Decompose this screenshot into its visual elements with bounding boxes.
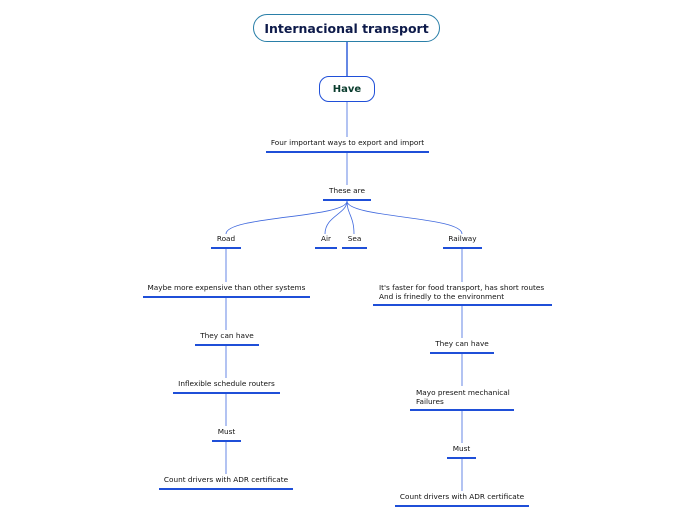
topic-rail-faster[interactable]: It's faster for food transport, has shor… [373, 283, 552, 306]
topic-road-must-label: Must [217, 427, 236, 436]
topic-air[interactable]: Air [315, 234, 337, 249]
topic-rail-faster-line2: And is frinedly to the environment [379, 291, 505, 301]
topic-rail-mayo-line2: Failures [416, 396, 444, 406]
topic-road-expensive-label: Maybe more expensive than other systems [147, 283, 306, 292]
topic-road-inflexible-label: Inflexible schedule routers [178, 379, 275, 388]
topic-these-are[interactable]: These are [323, 186, 371, 201]
topic-four-ways-label: Four important ways to export and import [270, 138, 425, 147]
link-these-road [225, 200, 348, 235]
topic-these-are-label: These are [329, 186, 365, 195]
topic-air-label: Air [320, 234, 332, 243]
topic-road-drivers[interactable]: Count drivers with ADR certificate [159, 475, 293, 490]
topic-road-can-have[interactable]: They can have [195, 331, 259, 346]
topic-rail-faster-line1: It's faster for food transport, has shor… [379, 283, 545, 292]
topic-sea-label: Sea [347, 234, 362, 243]
topic-road-must[interactable]: Must [212, 427, 241, 442]
topic-sea[interactable]: Sea [342, 234, 367, 249]
topic-rail-mayo-line1: Mayo present mechanical [416, 388, 510, 397]
topic-rail-mayo[interactable]: Mayo present mechanical Failures [410, 388, 514, 411]
topic-four-ways[interactable]: Four important ways to export and import [266, 138, 429, 153]
topic-rail-can-have[interactable]: They can have [430, 339, 494, 354]
topic-rail-drivers[interactable]: Count drivers with ADR certificate [395, 492, 529, 507]
topic-road-label: Road [216, 234, 236, 243]
root-topic[interactable]: Internacional transport [253, 14, 440, 42]
topic-rail-drivers-label: Count drivers with ADR certificate [399, 492, 525, 501]
topic-road[interactable]: Road [211, 234, 241, 249]
root-topic-label: Internacional transport [264, 20, 429, 36]
topic-rail-must[interactable]: Must [447, 444, 476, 459]
main-topic-have[interactable]: Have [319, 76, 375, 102]
link-these-air [324, 200, 348, 235]
topic-road-expensive[interactable]: Maybe more expensive than other systems [143, 283, 310, 298]
topic-rail-must-label: Must [452, 444, 471, 453]
topic-road-inflexible[interactable]: Inflexible schedule routers [173, 379, 280, 394]
link-these-sea [346, 200, 355, 235]
topic-rail-can-have-label: They can have [435, 339, 489, 348]
link-these-railway [346, 200, 463, 235]
main-topic-label: Have [332, 83, 362, 95]
topic-railway[interactable]: Railway [443, 234, 482, 249]
topic-road-can-have-label: They can have [200, 331, 254, 340]
topic-road-drivers-label: Count drivers with ADR certificate [163, 475, 289, 484]
topic-railway-label: Railway [448, 234, 477, 243]
